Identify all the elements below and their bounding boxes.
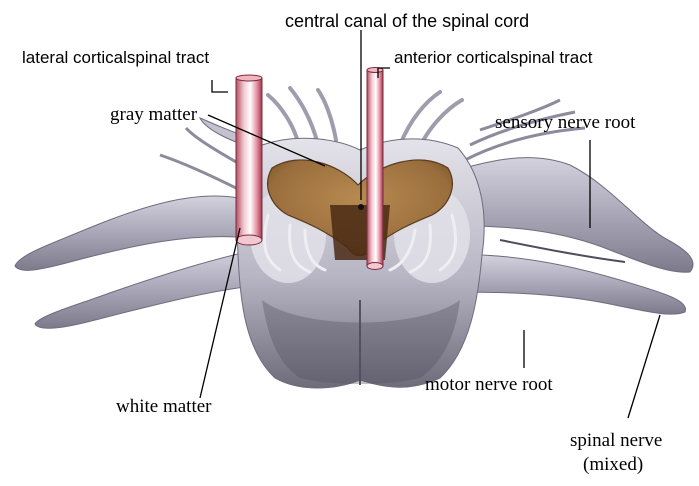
central-canal-label: central canal of the spinal cord — [285, 11, 529, 31]
lateral-tract-bracket — [212, 80, 228, 92]
anterior-tract-label: anterior corticalspinal tract — [394, 48, 593, 67]
lateral-tract-tube — [236, 75, 262, 245]
lateral-tract-label: lateral corticalspinal tract — [22, 48, 209, 67]
sensory-root-label: sensory nerve root — [495, 112, 636, 133]
anterior-tract-tube — [367, 68, 383, 270]
motor-root-label: motor nerve root — [425, 374, 553, 395]
spinal-nerve-mixed-label: (mixed) — [583, 454, 643, 475]
white-matter-label: white matter — [116, 396, 212, 417]
spinal-nerve-label: spinal nerve — [570, 430, 662, 451]
gray-matter-label: gray matter — [110, 104, 198, 125]
central-canal — [358, 204, 364, 210]
left-nerve-roots — [15, 118, 262, 328]
spinal-nerve-pointer — [628, 315, 660, 418]
white-matter-pointer — [200, 228, 240, 398]
